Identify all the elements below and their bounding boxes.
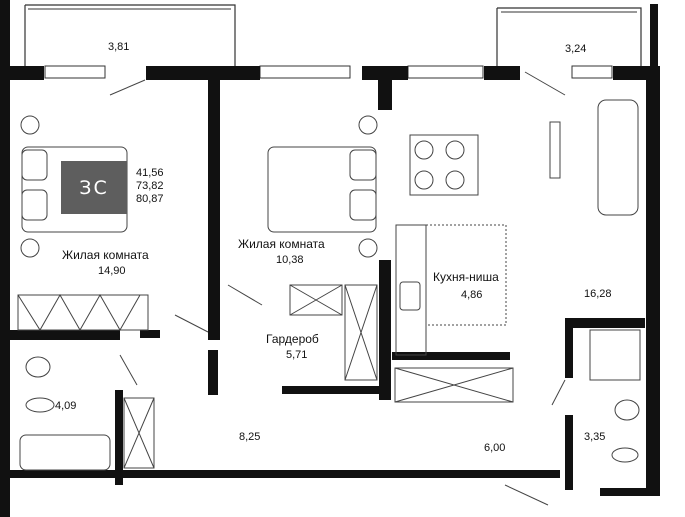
balcony-right-area: 3,24 <box>565 43 587 55</box>
area-summary: 41,56 73,82 80,87 <box>136 167 164 206</box>
hall-area: 6,00 <box>484 442 506 454</box>
bathroom-area: 4,09 <box>55 400 77 412</box>
living-room-1-area: 14,90 <box>98 265 126 277</box>
living-room-2-name: Жилая комната <box>238 237 325 251</box>
kitchen-name: Кухня-ниша <box>433 270 499 284</box>
living-room-1-name: Жилая комната <box>62 248 149 262</box>
living-area-value: 41,56 <box>136 167 164 179</box>
brand-logo: ЗС <box>61 161 127 214</box>
living-room-2-area: 10,38 <box>276 254 304 266</box>
corridor-area: 8,25 <box>239 431 261 443</box>
wardrobe-name: Гардероб <box>266 332 319 346</box>
toilet-area: 3,35 <box>584 431 606 443</box>
kitchen-area: 4,86 <box>461 289 483 301</box>
total-with-balcony-value: 80,87 <box>136 193 164 205</box>
total-area-value: 73,82 <box>136 180 164 192</box>
balcony-left-area: 3,81 <box>108 41 130 53</box>
living-main-area: 16,28 <box>584 288 612 300</box>
wardrobe-area: 5,71 <box>286 349 308 361</box>
